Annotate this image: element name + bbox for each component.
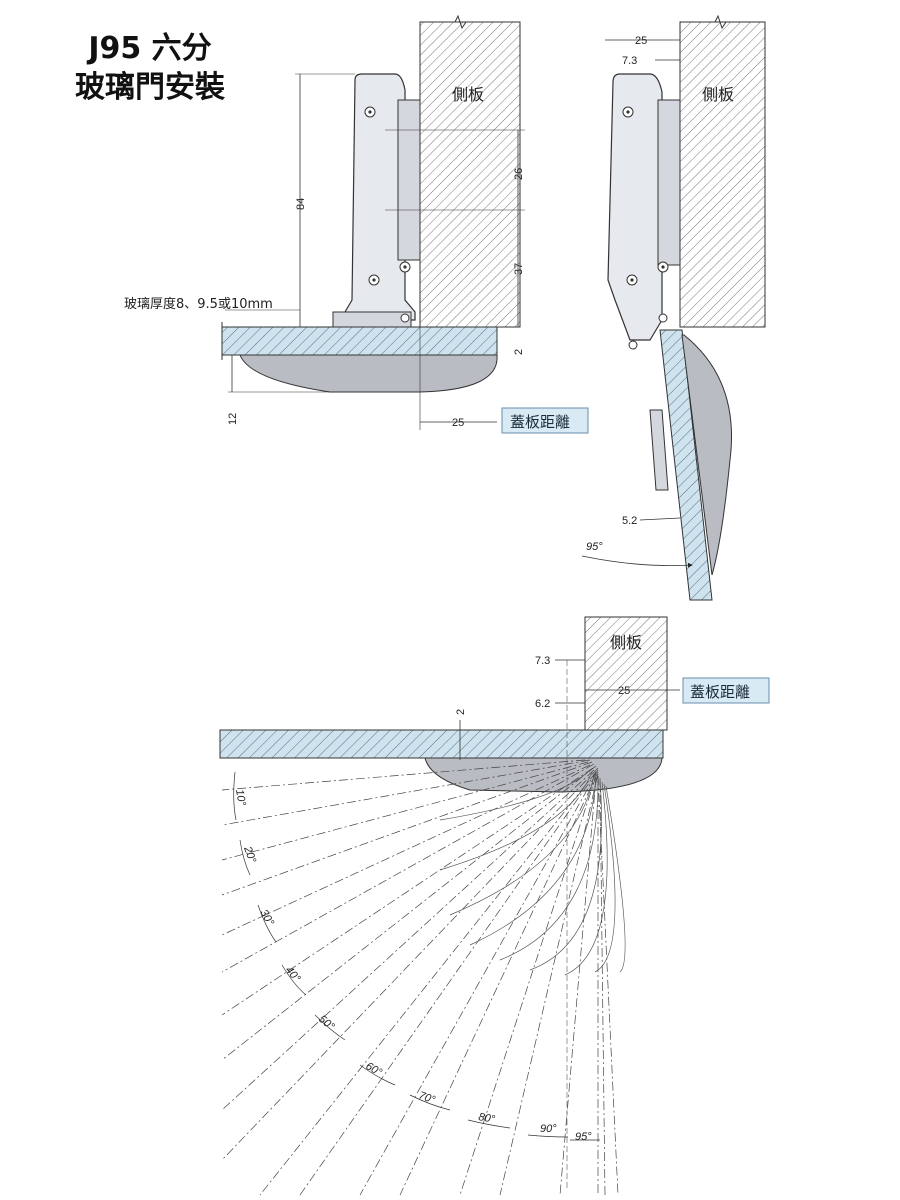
side-panel-bottom bbox=[584, 616, 668, 731]
angle-label-20: 20° bbox=[241, 844, 259, 865]
side-panel-label-bottom: 側板 bbox=[610, 633, 642, 652]
side-panel-left bbox=[419, 21, 521, 328]
dim-84: 84 bbox=[295, 198, 307, 210]
angle-label-95: 95° bbox=[575, 1131, 592, 1143]
angle-95-right: 95° bbox=[586, 541, 603, 553]
angle-label-80: 80° bbox=[477, 1111, 496, 1126]
dim-26: 26 bbox=[513, 168, 525, 180]
angle-label-10: 10° bbox=[233, 788, 248, 807]
dim-2: 2 bbox=[513, 349, 525, 355]
glass-door-left bbox=[221, 326, 498, 356]
swing-view: 側板 7.3 6.2 2 25 蓋板距離 bbox=[219, 616, 770, 1196]
angle-label-60: 60° bbox=[364, 1060, 385, 1079]
glass-door-right bbox=[659, 329, 713, 601]
side-panel-label-right: 側板 bbox=[702, 85, 734, 104]
swing-caps bbox=[439, 769, 626, 976]
overlay-label-bottom: 蓋板距離 bbox=[690, 683, 750, 701]
closed-view: 側板 84 26 37 2 玻璃厚度8、9.5或10mm 12 bbox=[124, 14, 589, 434]
side-panel-label-left: 側板 bbox=[452, 85, 484, 104]
dim-25-right: 25 bbox=[635, 35, 647, 47]
glass-door-bottom bbox=[219, 729, 664, 759]
page-title: J95 六分 玻璃門安裝 bbox=[40, 30, 260, 108]
angle-label-40: 40° bbox=[283, 964, 303, 985]
hinge-arm-right bbox=[607, 73, 663, 341]
angle-arcs bbox=[233, 771, 600, 1141]
dim-7_3-right: 7.3 bbox=[622, 55, 637, 67]
glass-thickness-label: 玻璃厚度8、9.5或10mm bbox=[124, 296, 273, 312]
overlay-tag-left bbox=[501, 407, 589, 434]
dim-37: 37 bbox=[513, 263, 525, 275]
angle-label-70: 70° bbox=[417, 1090, 437, 1107]
overlay-label-left: 蓋板距離 bbox=[510, 413, 570, 431]
dim-5_2: 5.2 bbox=[622, 515, 637, 527]
hinge-cap-bottom bbox=[424, 757, 663, 793]
title-line1: J95 六分 bbox=[88, 31, 212, 66]
dim-2-bottom: 2 bbox=[455, 709, 467, 715]
angle-label-90: 90° bbox=[540, 1123, 557, 1135]
dim-6_2-bottom: 6.2 bbox=[535, 698, 550, 710]
side-panel-right bbox=[679, 21, 766, 328]
dim-25-left: 25 bbox=[452, 417, 464, 429]
swing-lines bbox=[221, 759, 619, 1196]
hinge-cap-right bbox=[681, 334, 733, 576]
open-view: 側板 25 7.3 5.2 95° bbox=[581, 14, 766, 601]
angle-label-50: 50° bbox=[316, 1013, 337, 1033]
dim-12: 12 bbox=[227, 413, 239, 425]
angle-labels: 10° 20° 30° 40° 50° 60° 70° 80° 90° 95° bbox=[233, 788, 592, 1143]
title-line2: 玻璃門安裝 bbox=[75, 70, 225, 105]
dim-7_3-bottom: 7.3 bbox=[535, 655, 550, 667]
dim-25-bottom: 25 bbox=[618, 685, 630, 697]
hinge-cap-left bbox=[239, 354, 498, 393]
overlay-tag-bottom bbox=[682, 677, 770, 704]
